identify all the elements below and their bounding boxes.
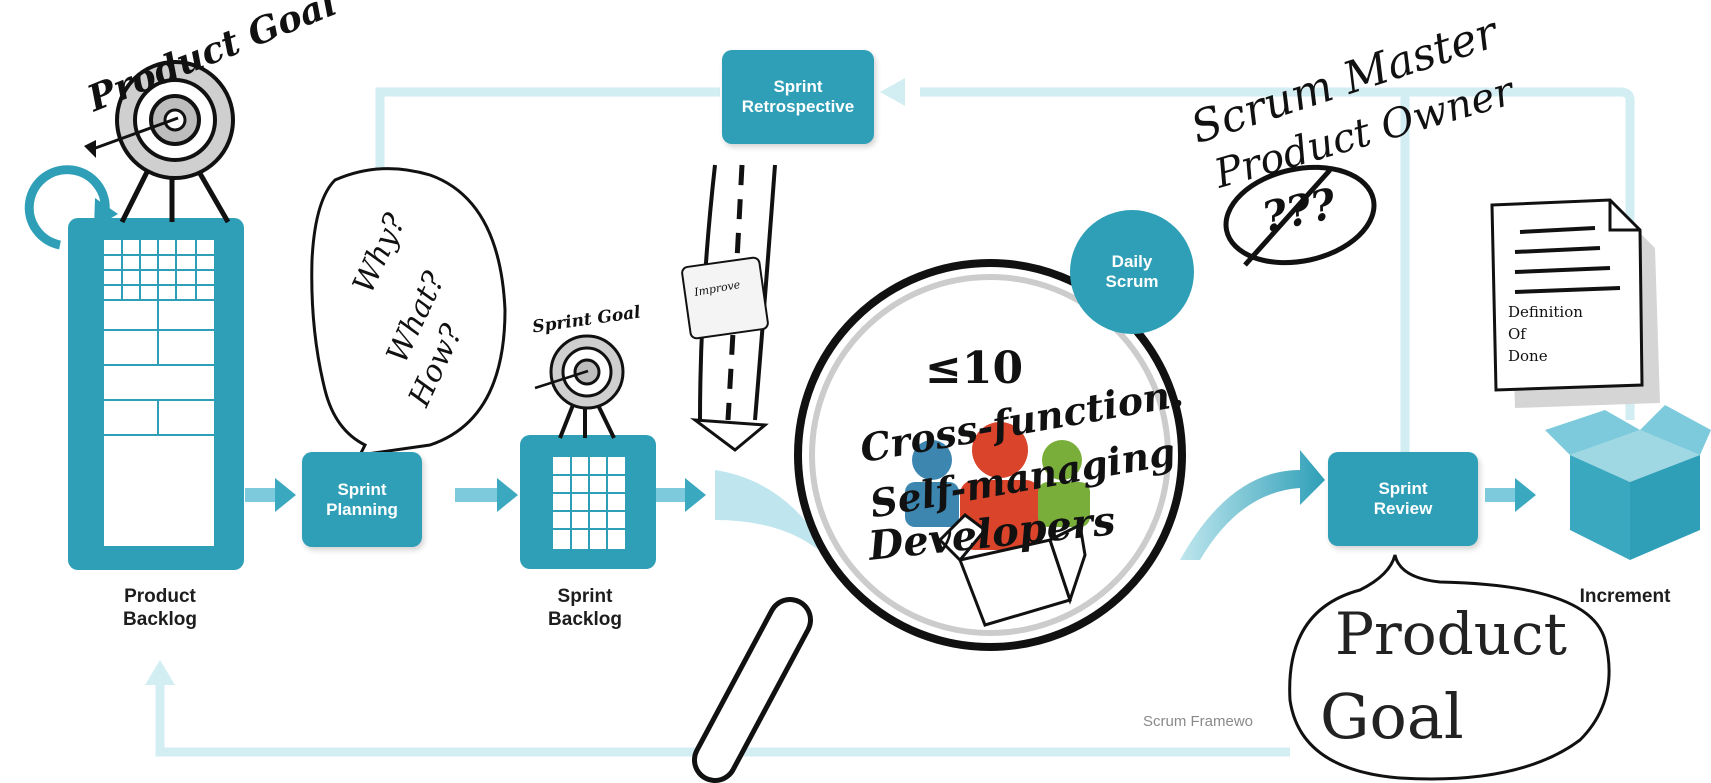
sprint-sweep-in	[715, 470, 830, 560]
sprint-retrospective-box[interactable]: Sprint Retrospective	[722, 50, 874, 144]
dod-definition-text: Definition	[1508, 303, 1583, 321]
team-size-text: ≤10	[925, 343, 1024, 394]
product-goal-bubble	[1288, 554, 1611, 781]
backlog-up-arrow-head	[145, 660, 175, 685]
product-goal-bubble-line1: Product	[1335, 600, 1567, 668]
increment-label: Increment	[1579, 586, 1671, 607]
sprint-backlog-board	[520, 435, 656, 569]
sprint-planning-box[interactable]: Sprint Planning	[302, 452, 422, 547]
increment-box-icon	[1545, 405, 1711, 560]
daily-scrum-circle	[1070, 210, 1194, 334]
speech-bubble	[310, 167, 507, 457]
daily-scrum-label[interactable]: Daily Scrum	[1105, 252, 1159, 291]
sprint-goal-target-icon	[534, 334, 625, 439]
product-goal-bubble-line2: Goal	[1320, 680, 1464, 753]
feedback-loop	[155, 87, 1635, 757]
retrospective-arrow-head	[690, 418, 769, 452]
sprint-review-box[interactable]: Sprint Review	[1328, 452, 1478, 546]
product-backlog-board	[68, 218, 244, 570]
dod-of-text: Of	[1508, 325, 1526, 343]
sprint-backlog-label: Sprint Backlog	[548, 586, 622, 630]
retro-arrow-head	[880, 78, 905, 106]
question-marks-icon	[1223, 164, 1377, 267]
improve-note	[681, 256, 769, 340]
target-icon	[84, 60, 235, 224]
open-box-icon	[937, 513, 1087, 627]
sprint-sweep-out	[1180, 450, 1325, 560]
scrum-framework-caption: Scrum Framewo	[1143, 713, 1254, 730]
document-icon	[1490, 198, 1660, 408]
product-backlog-label: Product Backlog	[123, 586, 197, 630]
flow-arrows	[245, 478, 1536, 512]
dod-done-text: Done	[1508, 347, 1548, 365]
